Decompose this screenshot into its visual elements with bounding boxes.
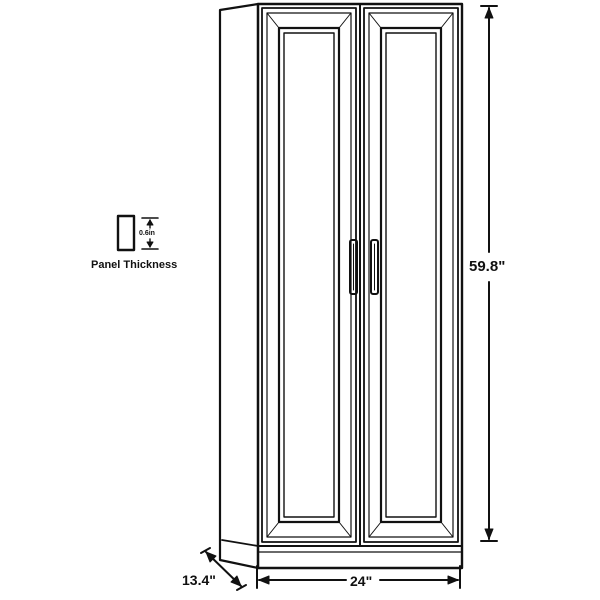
panel-thickness-value: 0.6in	[139, 230, 155, 237]
panel-cross-section-icon	[116, 214, 159, 252]
depth-dimension	[200, 547, 247, 591]
cabinet-side	[218, 2, 260, 570]
cabinet-front	[256, 2, 464, 570]
width-dimension	[256, 565, 461, 589]
width-label: 24"	[350, 573, 373, 589]
height-dimension	[480, 5, 498, 542]
height-label: 59.8"	[469, 258, 506, 275]
right-door	[363, 7, 459, 543]
left-door	[261, 7, 357, 543]
door-handle-left	[349, 239, 358, 295]
door-handle-right	[370, 239, 379, 295]
panel-thickness-label: Panel Thickness	[91, 259, 178, 271]
depth-label: 13.4"	[182, 572, 216, 588]
